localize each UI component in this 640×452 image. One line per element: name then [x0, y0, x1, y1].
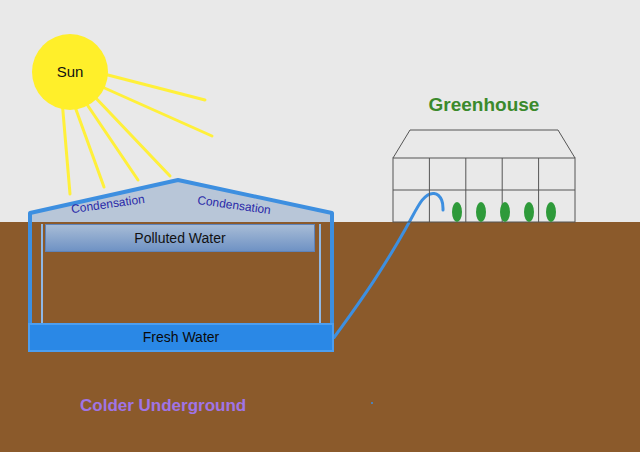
sky	[0, 0, 640, 222]
water-pipe	[334, 193, 443, 337]
sun-circle: Sun	[32, 34, 108, 110]
node-label: Fresh Water	[143, 329, 220, 345]
solar-still: CondensationCondensationPolluted Water	[28, 176, 334, 326]
fresh-water-tank: Fresh Water	[28, 323, 334, 352]
plant	[476, 202, 486, 222]
ground	[0, 222, 640, 452]
plant	[524, 202, 534, 222]
plant	[500, 202, 510, 222]
region-label: Colder Underground	[80, 396, 246, 416]
still-wall	[30, 180, 332, 324]
polluted-water-tank: Polluted Water	[45, 224, 315, 252]
dot	[371, 402, 373, 404]
plant	[546, 202, 556, 222]
greenhouse: Greenhouse	[388, 94, 580, 224]
node-label: Greenhouse	[429, 94, 540, 116]
node-label: Sun	[57, 63, 84, 80]
plant	[452, 202, 462, 222]
node-label: Polluted Water	[134, 230, 225, 246]
